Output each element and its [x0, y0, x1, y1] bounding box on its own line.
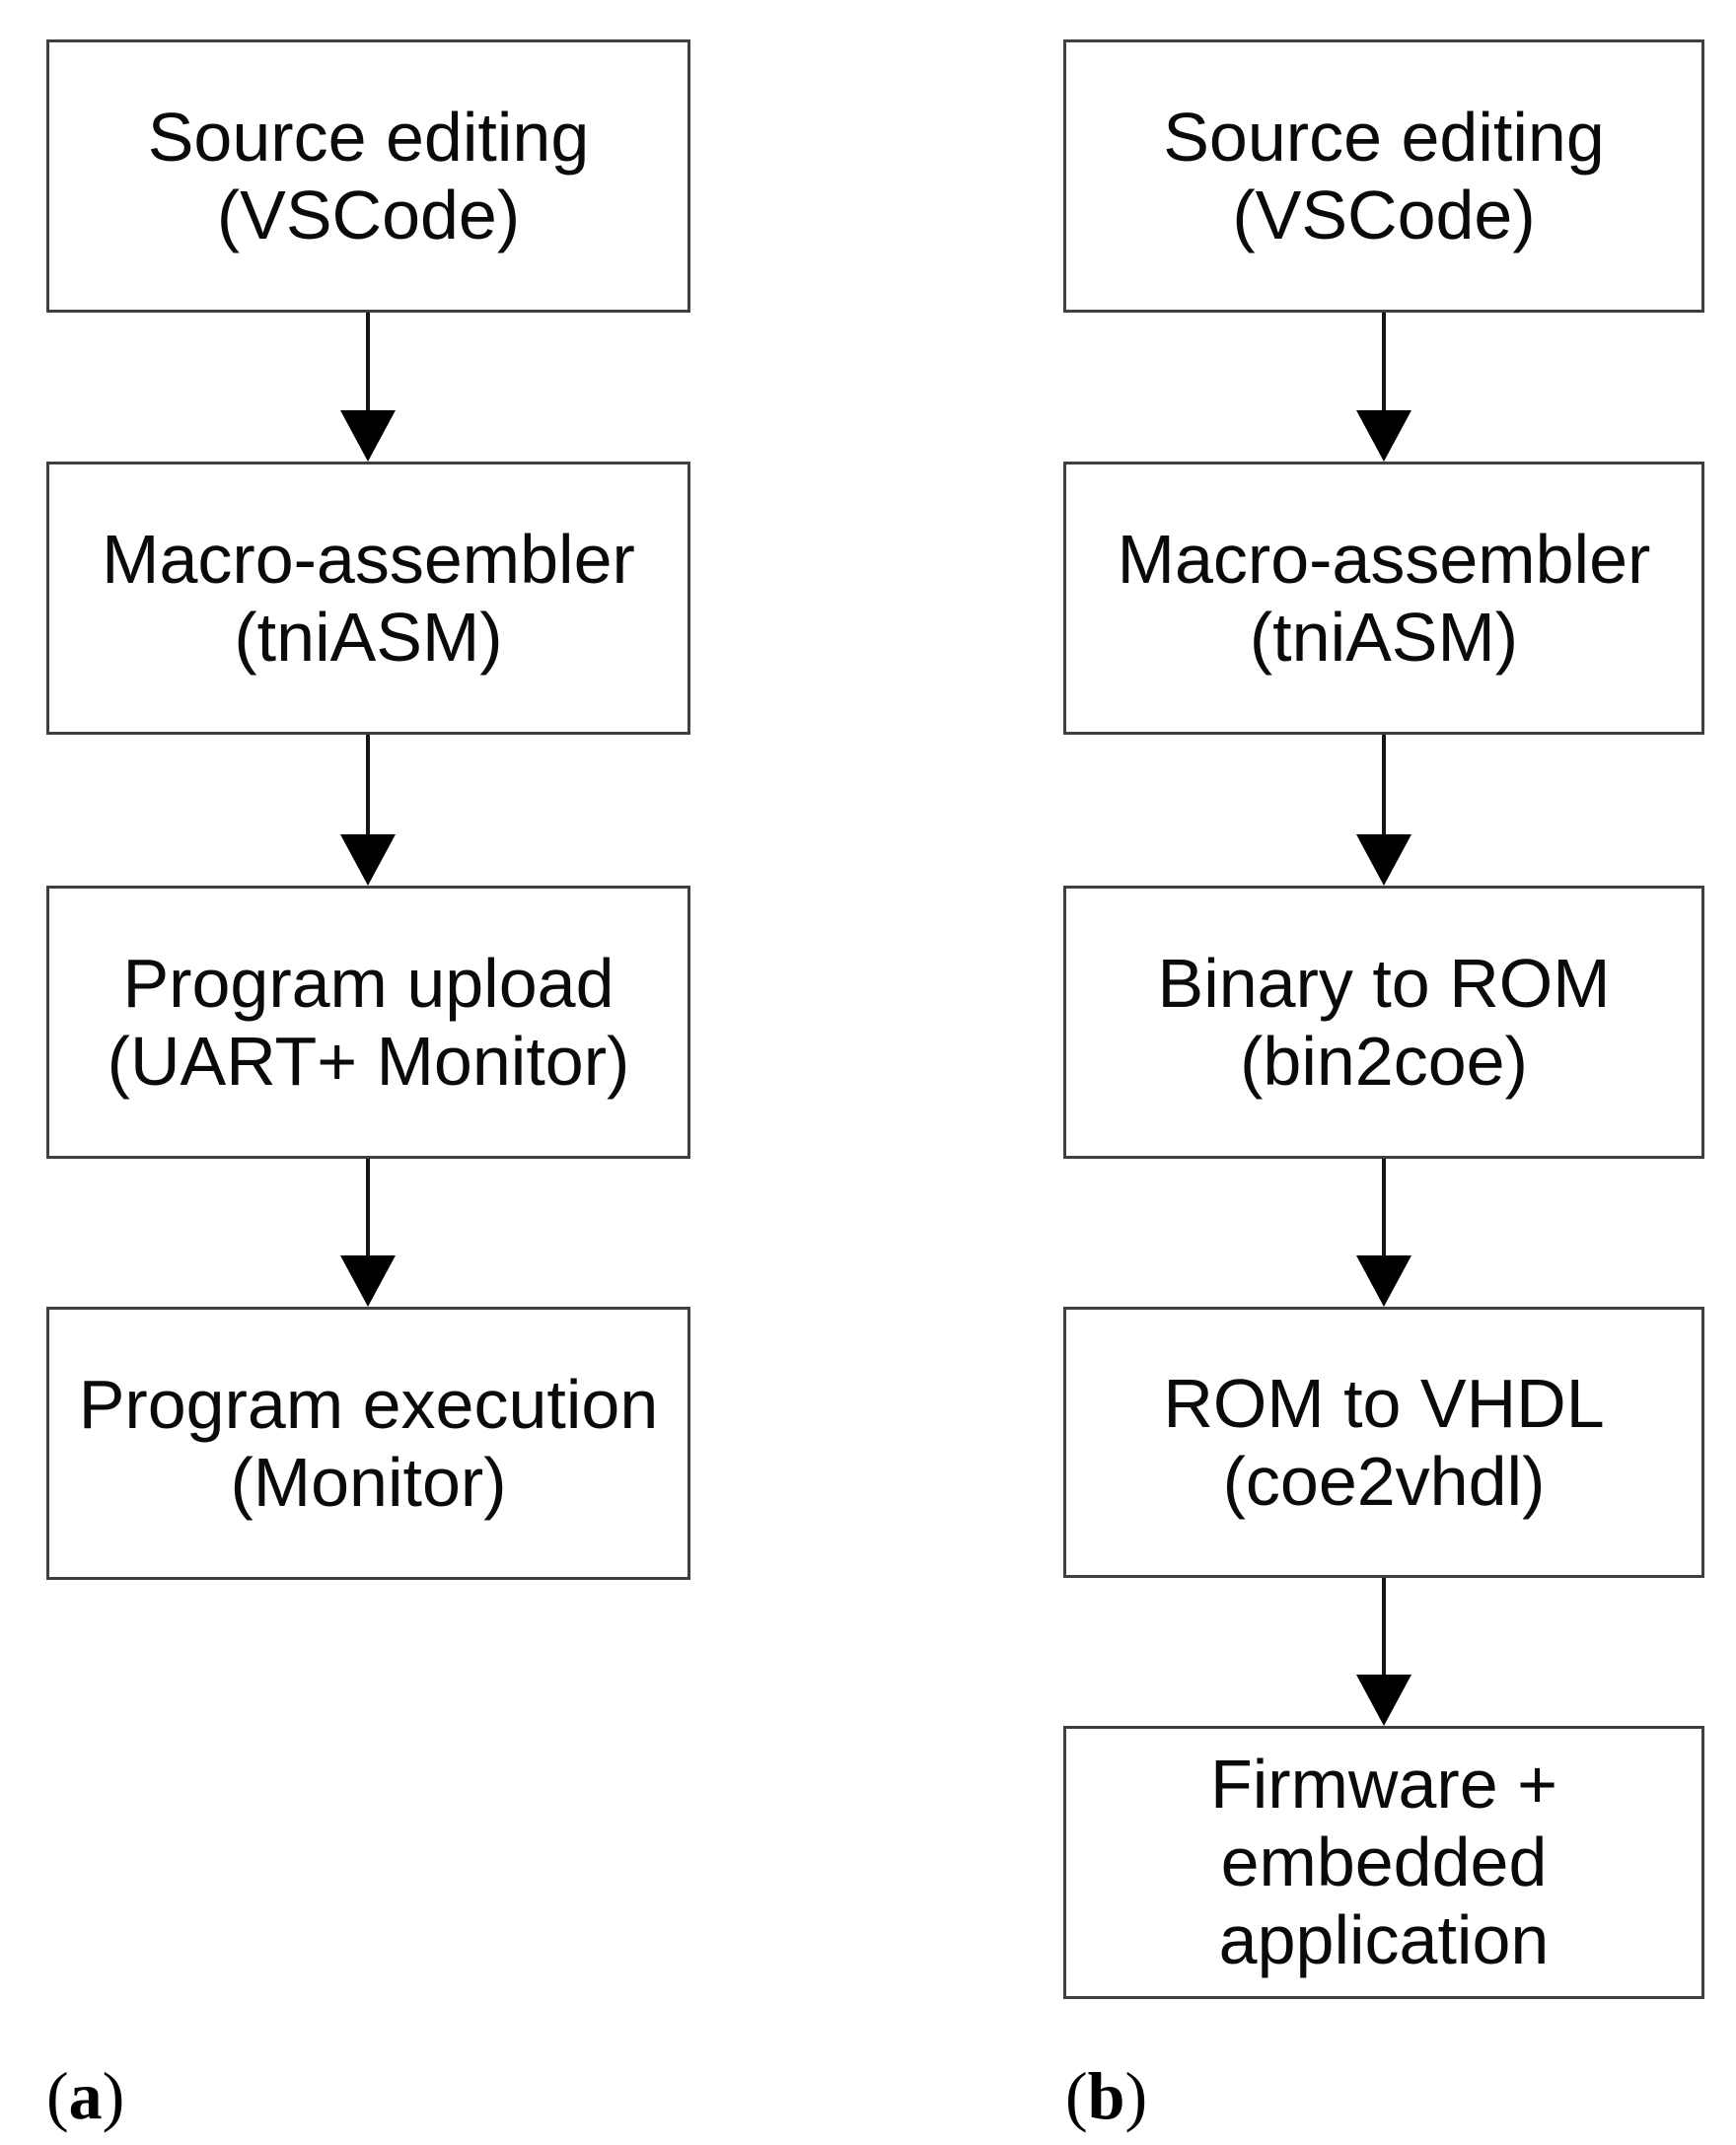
arrow-head-icon — [1356, 410, 1411, 462]
node-label: Program upload — [122, 944, 615, 1022]
node-label: ROM to VHDL — [1163, 1364, 1605, 1442]
node-sublabel: (coe2vhdl) — [1222, 1442, 1546, 1520]
node-macro-assembler-a: Macro-assembler (tniASM) — [46, 462, 690, 735]
node-source-editing-a: Source editing (VSCode) — [46, 39, 690, 313]
arrow-shaft — [1382, 1159, 1386, 1255]
arrow-head-icon — [1356, 1255, 1411, 1307]
label-paren-close: ) — [102, 2058, 125, 2133]
arrow-shaft — [366, 313, 370, 410]
node-program-execution: Program execution (Monitor) — [46, 1307, 690, 1580]
figure-label-a: (a) — [46, 2053, 124, 2138]
arrow-shaft — [366, 735, 370, 834]
node-label: embedded — [1220, 1823, 1548, 1900]
down-arrow — [1356, 735, 1411, 886]
node-label: Binary to ROM — [1157, 944, 1611, 1022]
node-sublabel: (Monitor) — [230, 1443, 507, 1521]
arrow-head-icon — [340, 834, 396, 886]
node-sublabel: (tniASM) — [234, 598, 503, 676]
node-source-editing-b: Source editing (VSCode) — [1063, 39, 1704, 313]
label-paren-open: ( — [1065, 2058, 1088, 2133]
down-arrow — [340, 1159, 396, 1307]
arrow-head-icon — [1356, 1675, 1411, 1726]
node-sublabel: (VSCode) — [1232, 176, 1536, 253]
down-arrow — [1356, 1578, 1411, 1726]
down-arrow — [1356, 313, 1411, 462]
arrow-shaft — [1382, 1578, 1386, 1675]
node-program-upload: Program upload (UART+ Monitor) — [46, 886, 690, 1159]
label-letter: a — [68, 2058, 103, 2133]
arrow-shaft — [366, 1159, 370, 1255]
label-paren-open: ( — [46, 2058, 69, 2133]
node-firmware-application: Firmware + embedded application — [1063, 1726, 1704, 1999]
label-paren-close: ) — [1124, 2058, 1148, 2133]
node-sublabel: (tniASM) — [1249, 598, 1519, 676]
node-label: Source editing — [147, 98, 590, 176]
down-arrow — [340, 735, 396, 886]
down-arrow — [340, 313, 396, 462]
node-label: Macro-assembler — [102, 520, 635, 598]
node-label: Source editing — [1163, 98, 1605, 176]
node-sublabel: (VSCode) — [216, 176, 521, 253]
node-sublabel: (bin2coe) — [1240, 1022, 1528, 1100]
down-arrow — [1356, 1159, 1411, 1307]
node-sublabel: (UART+ Monitor) — [107, 1022, 630, 1100]
node-label: Program execution — [78, 1365, 659, 1443]
label-letter: b — [1087, 2058, 1125, 2133]
node-macro-assembler-b: Macro-assembler (tniASM) — [1063, 462, 1704, 735]
figure-label-b: (b) — [1065, 2053, 1147, 2138]
arrow-head-icon — [340, 410, 396, 462]
node-rom-to-vhdl: ROM to VHDL (coe2vhdl) — [1063, 1307, 1704, 1578]
node-binary-to-rom: Binary to ROM (bin2coe) — [1063, 886, 1704, 1159]
node-label: application — [1218, 1901, 1550, 1978]
node-label: Firmware + — [1210, 1746, 1557, 1823]
arrow-head-icon — [1356, 834, 1411, 886]
arrow-shaft — [1382, 735, 1386, 834]
arrow-head-icon — [340, 1255, 396, 1307]
node-label: Macro-assembler — [1117, 520, 1651, 598]
arrow-shaft — [1382, 313, 1386, 410]
